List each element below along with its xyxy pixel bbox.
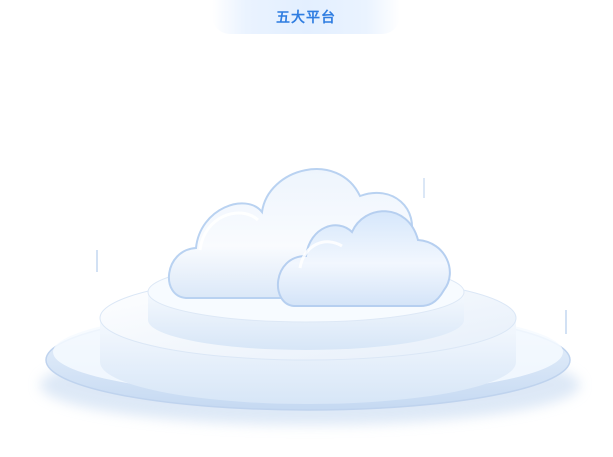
section-title: 五大平台 (276, 10, 336, 26)
small-cloud (276, 210, 451, 307)
section-title-tab[interactable]: 五大平台 (212, 0, 400, 34)
